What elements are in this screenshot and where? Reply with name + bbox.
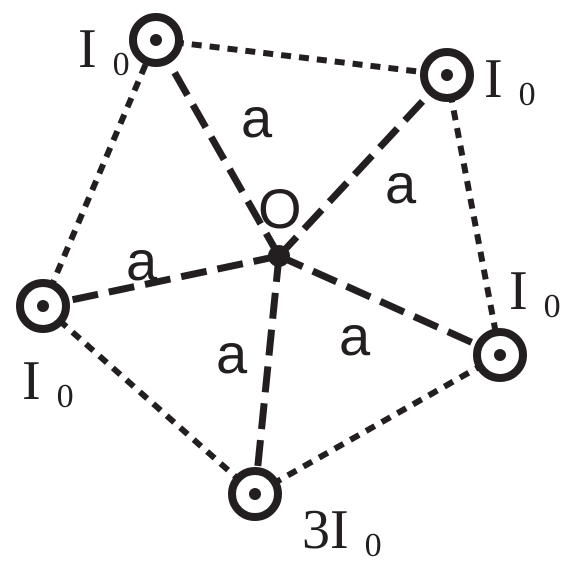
current-label-left-main: I <box>22 350 41 412</box>
radius-label-right: a <box>339 304 371 367</box>
wire-bottom-dot-icon <box>249 488 261 500</box>
wire-bottom <box>228 467 282 521</box>
current-label-right-subscript: 0 <box>544 288 561 325</box>
current-label-top-right-main: I <box>484 48 503 110</box>
radius-to-bottom <box>251 255 283 495</box>
center-label: O <box>258 177 302 240</box>
center-label-group: O <box>258 177 302 240</box>
current-label-bottom-subscript: 0 <box>365 527 382 564</box>
radius-labels: a a a a a <box>126 86 417 385</box>
radius-label-left: a <box>126 229 158 292</box>
current-label-top-left: I 0 <box>78 18 130 83</box>
center-point-icon <box>268 245 290 267</box>
current-label-top-right-subscript: 0 <box>519 76 536 113</box>
radius-label-top-right: a <box>385 152 417 215</box>
perimeter-left-to-top-left <box>40 38 159 308</box>
wire-right <box>473 328 527 382</box>
wire-top-left-dot-icon <box>150 34 162 46</box>
current-label-top-left-subscript: 0 <box>113 46 130 83</box>
current-label-right-main: I <box>509 260 528 322</box>
perimeter-dotted-lines <box>40 37 503 497</box>
radius-to-right <box>277 252 502 359</box>
current-label-left-subscript: 0 <box>57 378 74 415</box>
current-labels: I 0 I 0 I 0 I 0 3I 0 <box>22 18 561 564</box>
current-label-top-right: I 0 <box>484 48 536 113</box>
perimeter-bottom-to-left <box>41 303 257 497</box>
wire-top-right <box>420 48 474 102</box>
radius-to-top-right <box>276 72 450 259</box>
perimeter-top-right-to-right <box>444 74 503 356</box>
wire-top-right-dot-icon <box>441 69 453 81</box>
wire-top-left <box>129 13 183 67</box>
wire-left <box>16 279 70 333</box>
current-label-right: I 0 <box>509 260 561 325</box>
current-label-bottom-main: 3I <box>302 499 349 561</box>
radius-label-bottom: a <box>216 322 248 385</box>
perimeter-top-left-to-top-right <box>155 37 448 78</box>
wire-right-dot-icon <box>494 349 506 361</box>
radius-to-top-left <box>152 38 283 258</box>
current-wire-symbols <box>16 13 527 521</box>
radius-dashed-lines <box>42 38 502 495</box>
perimeter-right-to-bottom <box>253 352 502 497</box>
current-label-bottom: 3I 0 <box>302 499 382 564</box>
wire-left-dot-icon <box>37 300 49 312</box>
radius-to-left <box>42 252 280 310</box>
radius-label-top-left: a <box>241 86 273 149</box>
current-label-left: I 0 <box>22 350 74 415</box>
current-label-top-left-main: I <box>78 18 97 80</box>
